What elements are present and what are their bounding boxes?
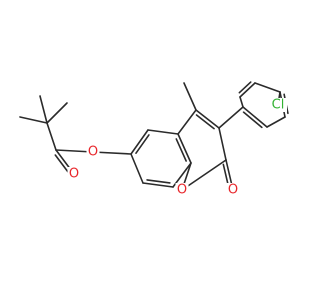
bond-tbuC-tbu3: [46, 102, 68, 124]
atom-cl: Cl: [269, 98, 287, 113]
bond-p2-p3: [266, 116, 286, 128]
bond-tbuC-tbu2: [39, 95, 48, 124]
bond-p1-p2-double: [242, 111, 263, 129]
bond-a4a-a8a-double: [175, 138, 187, 162]
bond-a5-a4a: [147, 129, 179, 135]
atom-cl-label: Cl: [272, 98, 285, 113]
bond-c3-p1: [218, 106, 244, 129]
bond-a6-a5: [130, 129, 149, 155]
bonds: [19, 81, 289, 191]
bond-c4-c3-double: [195, 114, 215, 130]
atom-o-carbonyl-ester: O: [67, 167, 81, 182]
bond-c2-o_ring: [181, 159, 227, 191]
atom-o-lactone-carbonyl-label: O: [228, 183, 238, 198]
atom-o-ring-label: O: [177, 183, 187, 198]
molecule-structure-diagram: O O O O Cl: [19, 81, 289, 198]
atom-o-lactone-carbonyl: O: [226, 183, 240, 198]
bond-a4a-c4: [177, 109, 197, 135]
bond-p5-p6: [239, 82, 256, 98]
bond-p4-p5: [254, 82, 281, 93]
atom-o-ester-label: O: [88, 145, 98, 160]
bond-c3-c2: [218, 127, 227, 161]
atom-o-ester: O: [86, 145, 100, 160]
bond-a8-a7-double: [146, 179, 171, 184]
bond-tbuC-tbu1: [19, 116, 48, 124]
atom-labels: O O O O Cl: [67, 98, 287, 198]
atom-o-carbonyl-ester-label: O: [69, 167, 79, 182]
bond-a6-a5-double: [135, 134, 150, 155]
bond-p1-p2: [242, 106, 268, 128]
bond-p6-p1: [239, 96, 244, 108]
bond-a7-a6: [130, 153, 144, 184]
bond-tbuC-c_est: [46, 122, 57, 151]
bond-p5-p6-double: [238, 81, 252, 94]
atom-o-ring: O: [175, 183, 189, 198]
bond-a8-a7: [142, 182, 174, 188]
bond-c4-me: [183, 82, 197, 111]
bond-c4-c3: [195, 109, 220, 129]
bond-a4a-a8a: [177, 133, 192, 164]
bond-c_est-o_co-double: [54, 154, 70, 175]
